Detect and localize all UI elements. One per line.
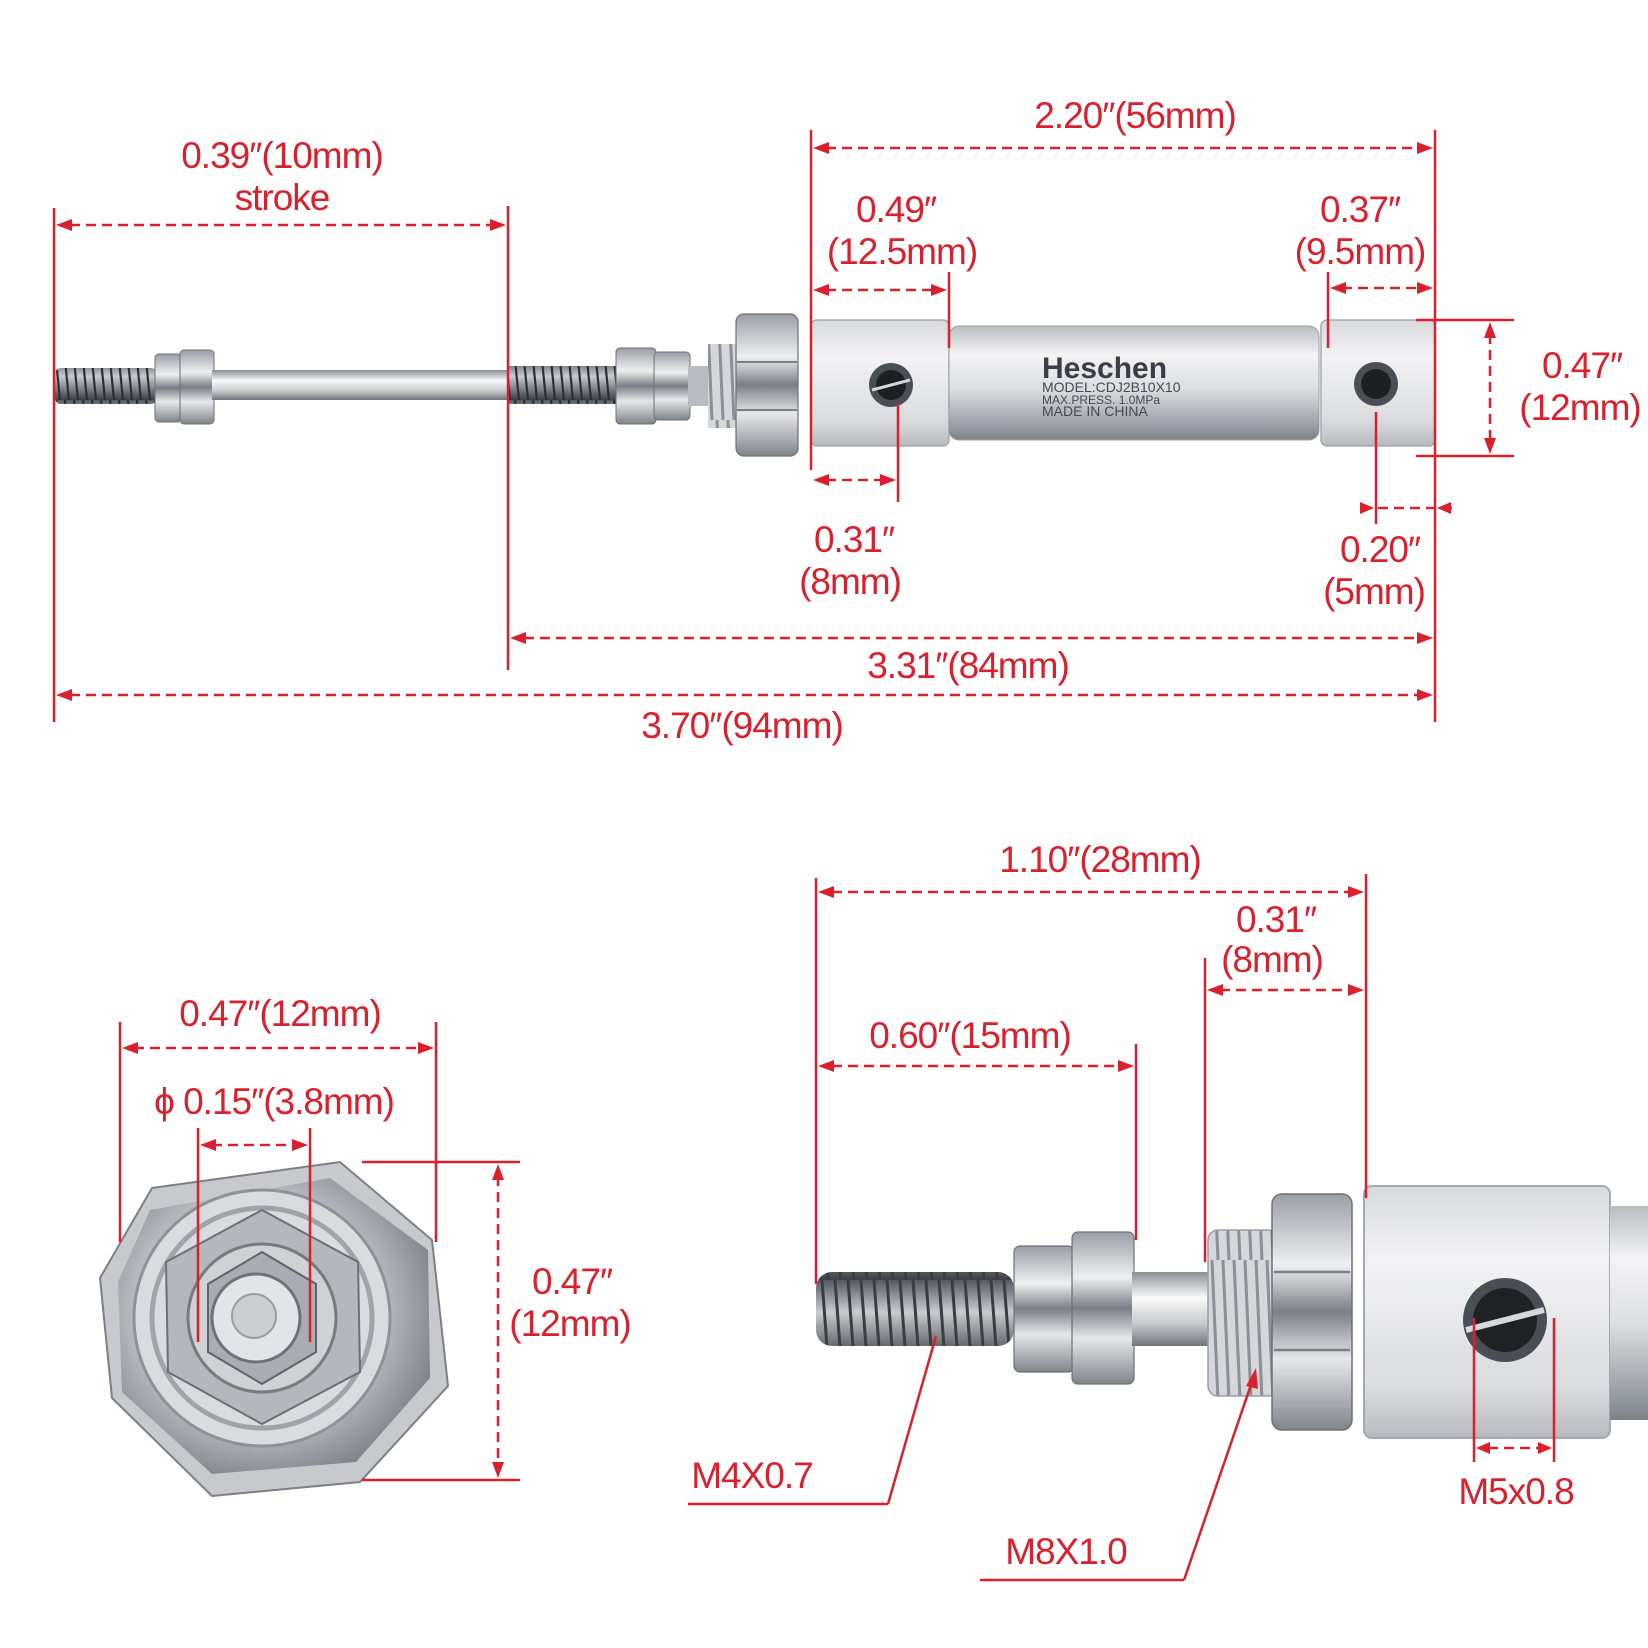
- rod-nut-2: [179, 349, 215, 425]
- end-height-label-b: (12mm): [509, 1303, 630, 1344]
- retracted-length-label: 3.31″(84mm): [867, 645, 1069, 686]
- cylinder-barrel: [948, 325, 1320, 441]
- mount-hex-nut: [735, 313, 799, 457]
- rear-block-label-a: 0.37″: [1320, 189, 1401, 230]
- detail-thread-label: 0.60″(15mm): [869, 1015, 1071, 1056]
- rod-nut-1: [154, 353, 182, 423]
- detail-rod-thread: [816, 1272, 1014, 1346]
- end-width-label: 0.47″(12mm): [179, 993, 381, 1034]
- model-text: MODEL:CDJ2B10X10: [1042, 379, 1181, 395]
- stroke-value-label: 0.39″(10mm): [181, 135, 383, 176]
- detail-mount-thread: [1207, 1229, 1279, 1397]
- rod-collar: [688, 366, 710, 406]
- detail-dimensions: 1.10″(28mm) 0.31″ (8mm) 0.60″(15mm) M4X0…: [688, 839, 1575, 1582]
- rod-thread-spec: M4X0.7: [691, 1455, 813, 1496]
- top-dimensions: 0.39″(10mm) stroke 2.20″(56mm) 0.49″ (12…: [52, 95, 1642, 746]
- body-mount-thread: [708, 344, 738, 428]
- end-view-dimensions: 0.47″(12mm) ϕ 0.15″(3.8mm) 0.47″ (12mm): [118, 993, 632, 1482]
- front-port-label-a: 0.31″: [814, 519, 895, 560]
- origin-text: MADE IN CHINA: [1042, 403, 1148, 419]
- detail-mount-label-b: (8mm): [1221, 939, 1323, 980]
- rear-port-label-a: 0.20″: [1340, 529, 1421, 570]
- piston-rod: [212, 370, 510, 400]
- height-label-a: 0.47″: [1542, 345, 1623, 386]
- stroke-word-label: stroke: [235, 177, 330, 218]
- detail-mount-label-a: 0.31″: [1236, 899, 1317, 940]
- rod-diameter-label: ϕ 0.15″(3.8mm): [154, 1081, 394, 1122]
- detail-hex-nut: [1271, 1193, 1353, 1431]
- rod-lock-nut-1: [615, 347, 657, 425]
- detail-barrel: [1610, 1206, 1648, 1420]
- rear-block-label-b: (9.5mm): [1295, 231, 1426, 272]
- rod-thread-tip: [55, 368, 157, 404]
- front-block-label-b: (12.5mm): [827, 231, 977, 272]
- detail-nut-2: [1071, 1231, 1135, 1385]
- body-length-label: 2.20″(56mm): [1034, 95, 1236, 136]
- detail-rod: [1132, 1272, 1212, 1346]
- front-port-label-b: (8mm): [799, 561, 901, 602]
- rod-lock-nut-2: [653, 351, 691, 421]
- detail-nut-1: [1013, 1245, 1075, 1373]
- pressure-text: MAX.PRESS. 1.0MPa: [1042, 393, 1160, 407]
- rear-port-label-b: (5mm): [1323, 571, 1425, 612]
- mount-thread-rod: [508, 366, 618, 404]
- height-label-b: (12mm): [1519, 387, 1640, 428]
- end-height-label-a: 0.47″: [532, 1261, 613, 1302]
- detail-length-label: 1.10″(28mm): [999, 839, 1201, 880]
- extended-length-label: 3.70″(94mm): [641, 705, 843, 746]
- cylinder-detail-view: [816, 1185, 1648, 1439]
- brand-text: Heschen: [1042, 352, 1167, 385]
- port-thread-spec: M5x0.8: [1458, 1471, 1573, 1512]
- front-block-label-a: 0.49″: [856, 189, 937, 230]
- cylinder-end-view: [98, 1160, 450, 1498]
- mount-thread-spec: M8X1.0: [1005, 1531, 1127, 1572]
- cylinder-side-view: Heschen MODEL:CDJ2B10X10 MAX.PRESS. 1.0M…: [55, 313, 1436, 457]
